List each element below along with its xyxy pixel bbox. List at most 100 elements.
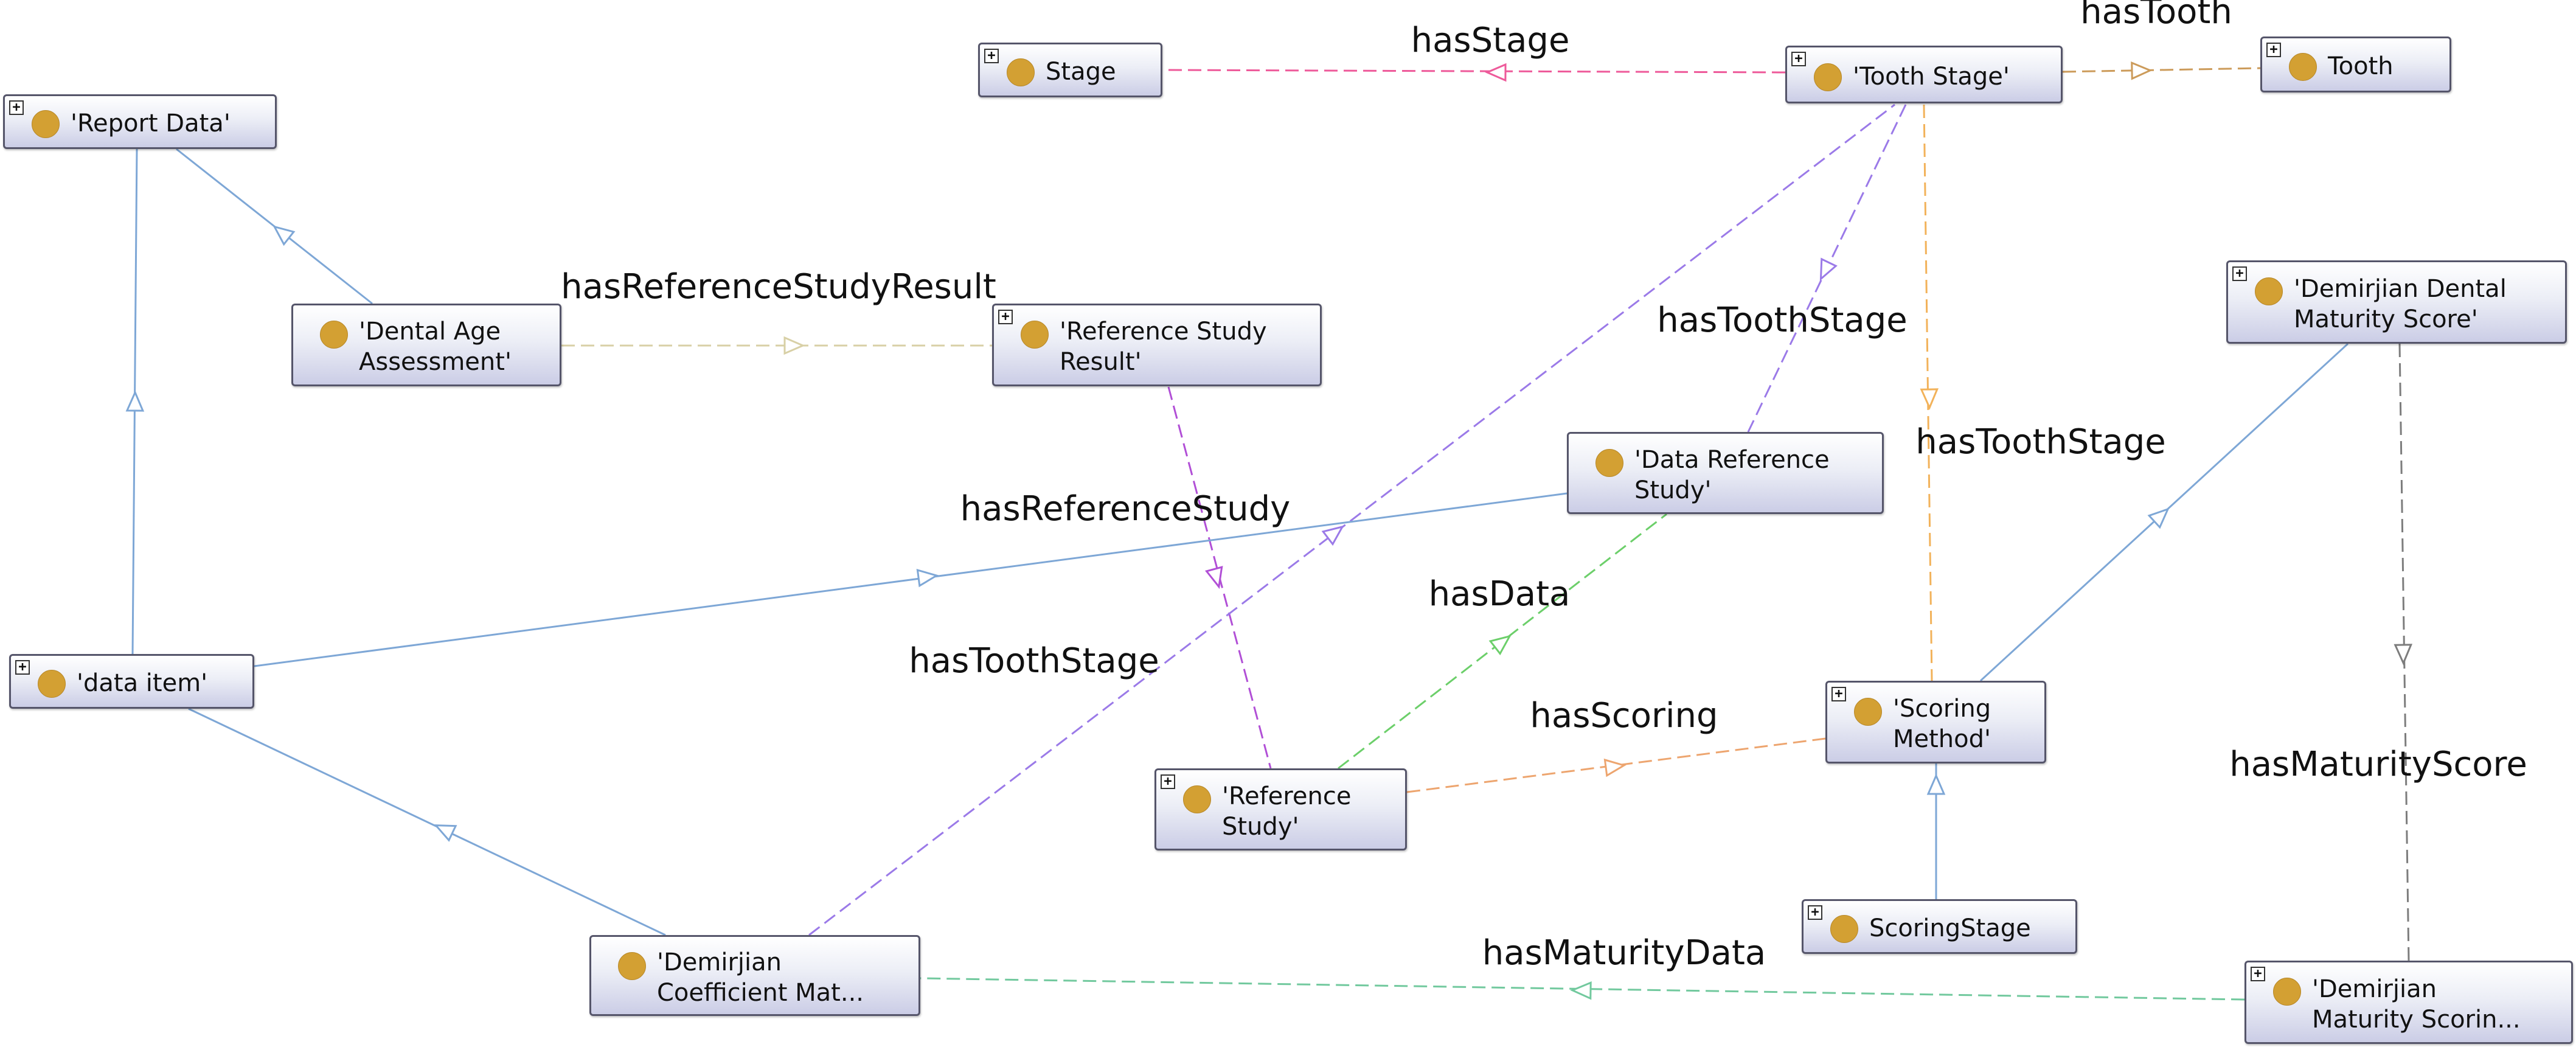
expand-toggle-icon[interactable]: + xyxy=(9,100,24,115)
edge-has-maturity-data[interactable]: hasMaturityData xyxy=(920,933,2245,1001)
edge-sub-dem-coef-data-item[interactable] xyxy=(188,708,666,936)
class-label: 'Reference Study Result' xyxy=(1060,318,1267,376)
edge-arrowhead xyxy=(1819,257,1838,281)
class-node-stage[interactable]: + Stage xyxy=(978,43,1162,97)
edge-line[interactable] xyxy=(188,708,666,936)
class-node-tooth[interactable]: + Tooth xyxy=(2260,37,2451,92)
edge-line[interactable] xyxy=(254,492,1567,667)
edge-sub-dental-age-report[interactable] xyxy=(176,148,373,305)
edge-has-data[interactable]: hasData xyxy=(1338,513,1667,770)
class-label: 'Demirjian Dental Maturity Score' xyxy=(2294,274,2507,333)
edge-arrowhead xyxy=(2131,61,2153,80)
expand-toggle-icon[interactable]: + xyxy=(984,49,999,63)
edge-arrowhead xyxy=(1920,388,1939,410)
expand-toggle-icon[interactable]: + xyxy=(1161,774,1175,789)
edge-has-ref-study-result[interactable]: hasReferenceStudyResult xyxy=(561,267,996,355)
edge-has-maturity-score[interactable]: hasMaturityScore xyxy=(2229,343,2527,961)
class-circle-icon xyxy=(1183,785,1211,813)
expand-toggle-icon[interactable]: + xyxy=(1831,687,1846,701)
edge-arrowhead xyxy=(2394,644,2413,666)
expand-toggle-icon[interactable]: + xyxy=(2232,266,2247,281)
edge-sub-sm-dem-dental[interactable] xyxy=(1979,343,2349,682)
edge-arrowhead xyxy=(434,824,457,842)
edge-label: hasData xyxy=(1429,574,1571,614)
edge-has-tooth[interactable]: hasTooth xyxy=(2062,0,2261,80)
edge-label: hasMaturityScore xyxy=(2229,745,2527,784)
class-circle-icon xyxy=(1814,63,1842,91)
class-label: 'Demirjian Coefficient Mat... xyxy=(657,948,864,1007)
class-circle-icon xyxy=(2273,978,2301,1006)
edge-sub-data-ref-data-item[interactable] xyxy=(254,492,1567,667)
edge-arrowhead xyxy=(125,390,145,412)
class-circle-icon xyxy=(1830,915,1858,943)
expand-toggle-icon[interactable]: + xyxy=(2251,967,2265,981)
class-label: 'Report Data' xyxy=(71,110,231,137)
edge-has-tooth-stage-dcm[interactable]: hasToothStage xyxy=(808,103,1895,936)
edge-label: hasMaturityData xyxy=(1482,933,1766,973)
class-node-ref-study-result[interactable]: + 'Reference Study Result' xyxy=(992,304,1322,386)
class-circle-icon xyxy=(1021,321,1049,349)
edge-arrowhead xyxy=(273,225,296,246)
edge-arrowhead xyxy=(1603,758,1626,777)
edge-line[interactable] xyxy=(1406,737,1826,793)
class-node-dem-coef[interactable]: 'Demirjian Coefficient Mat... xyxy=(589,935,920,1016)
edge-line[interactable] xyxy=(2062,67,2261,73)
edge-label: hasStage xyxy=(1411,21,1570,60)
class-node-dem-dental[interactable]: + 'Demirjian Dental Maturity Score' xyxy=(2226,260,2567,344)
edge-has-stage[interactable]: hasStage xyxy=(1162,21,1786,82)
edge-label: hasTooth xyxy=(2080,0,2232,32)
edge-has-ref-study[interactable]: hasReferenceStudy xyxy=(960,386,1291,769)
class-node-dem-scoring[interactable]: + 'Demirjian Maturity Scorin... xyxy=(2244,961,2573,1044)
class-node-data-item[interactable]: + 'data item' xyxy=(9,654,254,709)
class-label: 'Demirjian Maturity Scorin... xyxy=(2312,975,2521,1034)
class-node-scoring-method[interactable]: +'Scoring Method' xyxy=(1825,681,2046,764)
edge-arrowhead xyxy=(1321,525,1344,546)
class-label: ScoringStage xyxy=(1869,914,2031,942)
edge-line[interactable] xyxy=(808,103,1895,936)
edge-arrowhead xyxy=(916,568,939,588)
edge-label: hasReferenceStudyResult xyxy=(561,267,996,307)
edge-has-tooth-stage-sm[interactable]: hasToothStage xyxy=(1915,104,2166,681)
class-circle-icon xyxy=(1595,449,1623,477)
class-label: 'data item' xyxy=(77,669,208,697)
edge-arrowhead xyxy=(1488,635,1512,656)
edge-sub-scoring-stage-sm[interactable] xyxy=(1926,764,1946,899)
edge-arrowhead xyxy=(1570,981,1592,1000)
class-label: 'Data Reference Study' xyxy=(1634,445,1830,504)
edge-has-scoring[interactable]: hasScoring xyxy=(1406,696,1826,793)
class-circle-icon xyxy=(2289,53,2317,81)
expand-toggle-icon[interactable]: + xyxy=(1791,52,1806,66)
class-circle-icon xyxy=(618,952,646,980)
class-circle-icon xyxy=(1854,698,1882,726)
class-circle-icon xyxy=(1007,58,1035,86)
edge-line[interactable] xyxy=(2398,343,2410,961)
edge-label: hasToothStage xyxy=(1915,422,2165,462)
class-node-scoring-stage[interactable]: + ScoringStage xyxy=(1802,899,2077,954)
edge-arrowhead xyxy=(1485,63,1507,82)
edge-arrowhead xyxy=(783,336,805,355)
class-label: 'Tooth Stage' xyxy=(1853,62,2010,91)
class-circle-icon xyxy=(32,110,60,138)
expand-toggle-icon[interactable]: + xyxy=(998,310,1013,324)
class-label: Stage xyxy=(1046,58,1116,86)
class-circle-icon xyxy=(38,670,66,698)
class-node-dental-age[interactable]: 'Dental Age Assessment' xyxy=(291,304,561,386)
class-node-tooth-stage[interactable]: + 'Tooth Stage' xyxy=(1785,46,2063,103)
class-circle-icon xyxy=(2255,277,2283,305)
edge-line[interactable] xyxy=(1162,69,1786,74)
expand-toggle-icon[interactable]: + xyxy=(15,660,30,675)
edge-sub-data-item-report[interactable] xyxy=(125,148,145,655)
edge-label: hasToothStage xyxy=(909,641,1159,681)
class-node-report-data[interactable]: + 'Report Data' xyxy=(3,94,277,149)
class-label: Tooth xyxy=(2328,52,2394,80)
expand-toggle-icon[interactable]: + xyxy=(1808,905,1822,920)
edge-has-tooth-stage-drs[interactable]: hasToothStage xyxy=(1657,104,1908,433)
edge-arrowhead xyxy=(2147,507,2170,529)
expand-toggle-icon[interactable]: + xyxy=(2266,43,2281,57)
class-node-data-ref-study[interactable]: 'Data Reference Study' xyxy=(1567,432,1884,514)
edge-label: hasToothStage xyxy=(1657,301,1907,340)
edge-line[interactable] xyxy=(1923,104,1933,681)
class-node-ref-study[interactable]: +'Reference Study' xyxy=(1154,768,1407,850)
